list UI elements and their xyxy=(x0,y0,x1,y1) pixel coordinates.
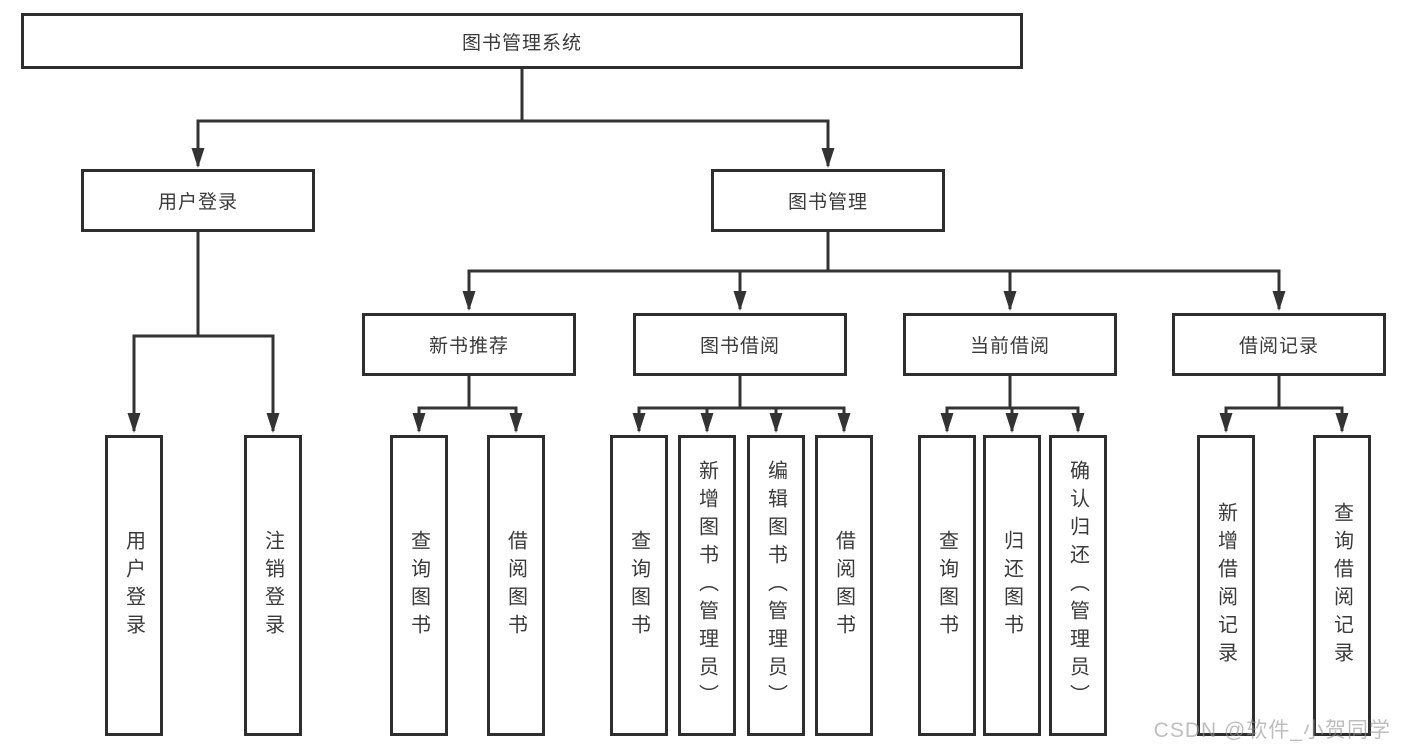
node-label: 借阅记录 xyxy=(1238,336,1319,357)
leaf-logout: 注销登录 xyxy=(244,435,302,736)
leaf-label: 用户登录 xyxy=(122,529,145,642)
node-borrow-records: 借阅记录 xyxy=(1172,313,1386,376)
leaf-label: 新增图书（管理员） xyxy=(695,459,718,712)
node-label: 用户登录 xyxy=(157,192,238,213)
leaf-label: 查询图书 xyxy=(935,529,958,642)
node-book-management: 图书管理 xyxy=(711,169,945,232)
csdn-watermark: CSDN @软件_小贺同学 xyxy=(1153,719,1391,742)
leaf-label: 查询图书 xyxy=(627,529,650,642)
leaf-borrow-books: 借阅图书 xyxy=(815,435,873,736)
node-label: 当前借阅 xyxy=(969,336,1050,357)
leaf-edit-books-admin: 编辑图书（管理员） xyxy=(747,435,805,736)
leaf-add-books-admin: 新增图书（管理员） xyxy=(678,435,736,736)
leaf-confirm-return-admin: 确认归还（管理员） xyxy=(1049,435,1107,736)
leaf-label: 查询借阅记录 xyxy=(1330,501,1353,670)
node-label: 图书管理系统 xyxy=(461,32,582,54)
leaf-label: 编辑图书（管理员） xyxy=(764,459,787,712)
node-label: 图书借阅 xyxy=(699,336,780,357)
leaf-borrow-books-recommend: 借阅图书 xyxy=(487,435,545,736)
leaf-label: 注销登录 xyxy=(261,529,284,642)
node-book-borrow: 图书借阅 xyxy=(633,313,847,376)
leaf-query-books-borrow: 查询图书 xyxy=(610,435,668,736)
leaf-label: 借阅图书 xyxy=(504,529,527,642)
leaf-query-books-current: 查询图书 xyxy=(918,435,976,736)
leaf-label: 借阅图书 xyxy=(832,529,855,642)
leaf-add-borrow-record: 新增借阅记录 xyxy=(1197,435,1255,736)
node-library-management-system: 图书管理系统 xyxy=(21,13,1023,69)
node-current-borrow: 当前借阅 xyxy=(903,313,1117,376)
node-label: 新书推荐 xyxy=(428,336,509,357)
leaf-label: 新增借阅记录 xyxy=(1214,501,1237,670)
leaf-query-borrow-record: 查询借阅记录 xyxy=(1313,435,1371,736)
leaf-query-books-recommend: 查询图书 xyxy=(390,435,448,736)
leaf-user-login: 用户登录 xyxy=(105,435,163,736)
leaf-return-books: 归还图书 xyxy=(983,435,1041,736)
node-new-book-recommend: 新书推荐 xyxy=(362,313,576,376)
leaf-label: 确认归还（管理员） xyxy=(1066,459,1089,712)
leaf-label: 归还图书 xyxy=(1000,529,1023,642)
leaf-label: 查询图书 xyxy=(407,529,430,642)
node-user-login: 用户登录 xyxy=(81,169,315,232)
node-label: 图书管理 xyxy=(787,192,868,213)
